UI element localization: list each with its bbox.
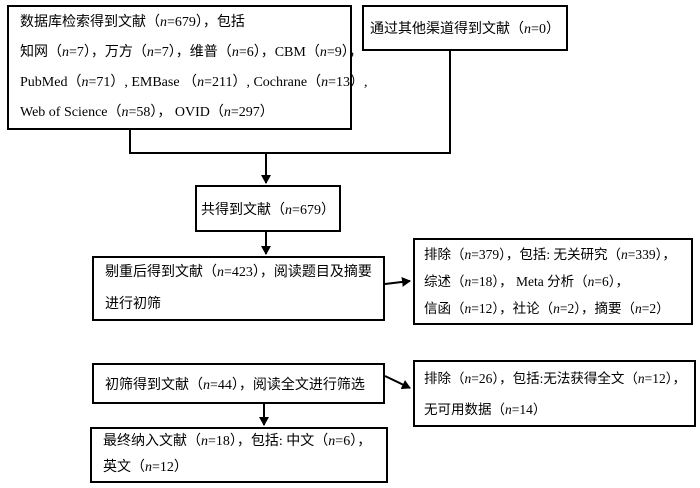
- box-database-search-line: Web of Science（n=58）， OVID（n=297）: [20, 104, 274, 120]
- box-total-retrieved: 共得到文献（n=679）: [195, 185, 341, 232]
- box-database-search-line: 数据库检索得到文献（n=679），包括: [20, 14, 245, 30]
- box-after-dedup-line: 进行初筛: [105, 296, 161, 312]
- box-final-included: 最终纳入文献（n=18），包括: 中文（n=6）， 英文（n=12）: [90, 427, 388, 483]
- box-excluded-initial-line: 信函（n=12），社论（n=2），摘要（n=2）: [424, 301, 670, 316]
- box-after-dedup: 剔重后得到文献（n=423），阅读题目及摘要 进行初筛: [92, 256, 385, 321]
- box-excluded-fulltext: 排除（n=26），包括:无法获得全文（n=12）， 无可用数据（n=14）: [413, 360, 696, 427]
- box-final-included-line: 英文（n=12）: [103, 460, 188, 475]
- arrow-dedup-to-excluded-initial: [384, 276, 411, 287]
- box-fulltext-screen: 初筛得到文献（n=44），阅读全文进行筛选: [92, 363, 385, 404]
- box-database-search-line: PubMed（n=71）, EMBase （n=211）, Cochrane（n…: [20, 74, 368, 90]
- box-after-dedup-line: 剔重后得到文献（n=423），阅读题目及摘要: [105, 264, 372, 280]
- box-other-sources: 通过其他渠道得到文献（n=0）: [362, 5, 568, 51]
- box-excluded-initial-line: 排除（n=379），包括: 无关研究（n=339），: [424, 247, 676, 262]
- box-database-search: 数据库检索得到文献（n=679），包括 知网（n=7），万方（n=7），维普（n…: [7, 5, 368, 130]
- box-fulltext-screen-line: 初筛得到文献（n=44），阅读全文进行筛选: [105, 377, 365, 393]
- connector-merge-tee: [129, 51, 451, 154]
- box-excluded-fulltext-line: 排除（n=26），包括:无法获得全文（n=12），: [424, 370, 686, 386]
- box-other-sources-line: 通过其他渠道得到文献（n=0）: [370, 22, 560, 37]
- box-total-retrieved-line: 共得到文献（n=679）: [201, 202, 335, 218]
- arrow-fulltext-to-excluded-fulltext: [384, 375, 411, 390]
- box-database-search-line: 知网（n=7），万方（n=7），维普（n=6），CBM（n=9），: [20, 44, 363, 60]
- box-excluded-fulltext-line: 无可用数据（n=14）: [424, 401, 547, 417]
- box-excluded-initial-line: 综述（n=18）， Meta 分析（n=6），: [424, 274, 629, 289]
- box-final-included-line: 最终纳入文献（n=18），包括: 中文（n=6），: [103, 434, 372, 449]
- box-excluded-initial: 排除（n=379），包括: 无关研究（n=339）， 综述（n=18）， Met…: [413, 238, 693, 325]
